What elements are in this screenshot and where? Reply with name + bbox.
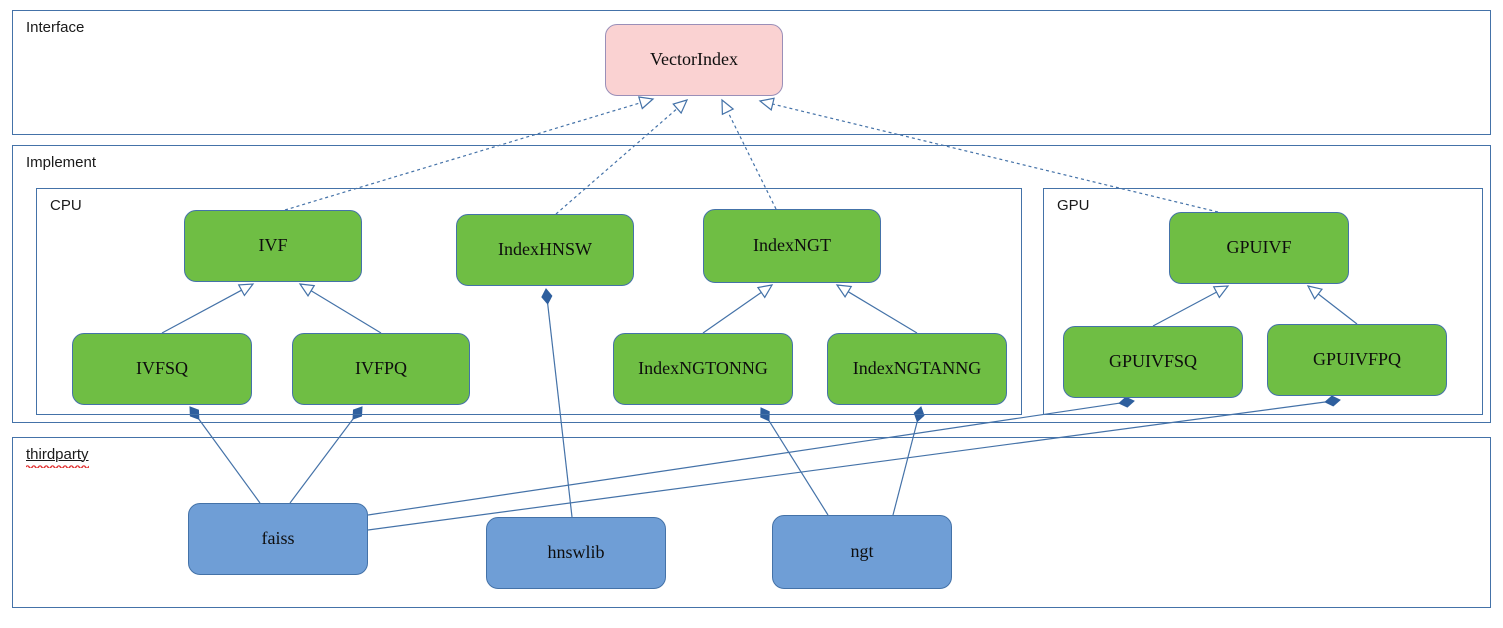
node-gpuivfpq[interactable]: GPUIVFPQ xyxy=(1267,324,1447,396)
container-label-thirdparty: thirdparty xyxy=(26,446,89,468)
container-gpu xyxy=(1043,188,1483,415)
node-faiss[interactable]: faiss xyxy=(188,503,368,575)
node-ivfpq[interactable]: IVFPQ xyxy=(292,333,470,405)
node-indexngt[interactable]: IndexNGT xyxy=(703,209,881,283)
container-label-interface: Interface xyxy=(26,19,85,36)
node-gpuivfsq[interactable]: GPUIVFSQ xyxy=(1063,326,1243,398)
node-ivfsq[interactable]: IVFSQ xyxy=(72,333,252,405)
container-interface xyxy=(12,10,1491,135)
node-indexhnsw[interactable]: IndexHNSW xyxy=(456,214,634,286)
node-ivf[interactable]: IVF xyxy=(184,210,362,282)
node-indexngtanng[interactable]: IndexNGTANNG xyxy=(827,333,1007,405)
node-gpuivf[interactable]: GPUIVF xyxy=(1169,212,1349,284)
node-hnswlib[interactable]: hnswlib xyxy=(486,517,666,589)
container-label-cpu: CPU xyxy=(50,197,82,214)
container-implement xyxy=(12,145,1491,423)
container-label-gpu: GPU xyxy=(1057,197,1090,214)
node-indexngtonng[interactable]: IndexNGTONNG xyxy=(613,333,793,405)
container-label-implement: Implement xyxy=(26,154,97,171)
spellcheck-squiggle-icon xyxy=(26,465,89,468)
container-thirdparty xyxy=(12,437,1491,608)
node-vectorindex[interactable]: VectorIndex xyxy=(605,24,783,96)
node-ngt[interactable]: ngt xyxy=(772,515,952,589)
container-cpu xyxy=(36,188,1022,415)
